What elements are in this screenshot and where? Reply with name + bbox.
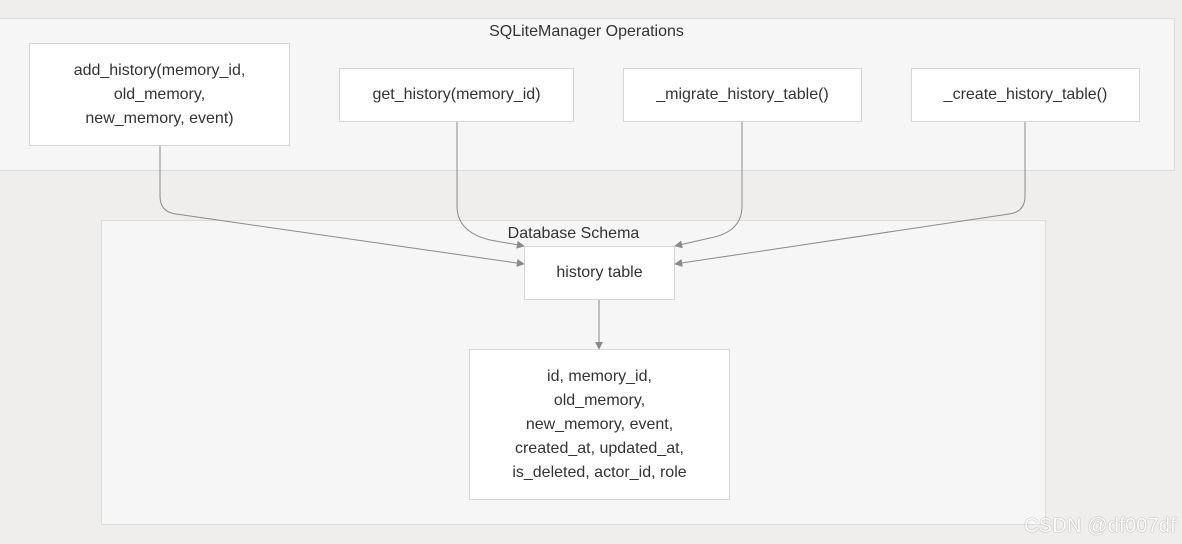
- node-history-table[interactable]: history table: [524, 246, 675, 300]
- node-migrate-history-table[interactable]: _migrate_history_table(): [623, 68, 862, 122]
- node-add-history-label: add_history(memory_id, old_memory, new_mem…: [74, 59, 246, 131]
- node-label-line: _create_history_table(): [943, 86, 1108, 103]
- node-label-line: _migrate_history_table(): [656, 86, 829, 103]
- cluster-title-database-schema: Database Schema: [507, 225, 640, 242]
- node-label-line: old_memory,: [553, 391, 646, 409]
- node-create-history-table-label: _create_history_table(): [944, 83, 1108, 107]
- node-label-line: id, memory_id,: [547, 367, 652, 385]
- node-migrate-history-table-label: _migrate_history_table(): [656, 83, 829, 107]
- node-label-line: get_history(memory_id): [372, 86, 541, 103]
- node-history-columns-label: id, memory_id, old_memory, new_memory, eve…: [512, 365, 686, 485]
- node-label-line: old_memory,: [113, 85, 206, 103]
- node-history-columns[interactable]: id, memory_id, old_memory, new_memory, eve…: [469, 349, 730, 500]
- node-label-line: new_memory, event,: [525, 415, 674, 433]
- node-get-history-label: get_history(memory_id): [372, 83, 540, 107]
- node-label-line: is_deleted, actor_id, role: [512, 463, 687, 481]
- node-label-line: new_memory, event): [85, 109, 234, 127]
- cluster-title-operations: SQLiteManager Operations: [489, 23, 684, 40]
- node-label-line: history table: [556, 264, 643, 281]
- node-get-history[interactable]: get_history(memory_id): [339, 68, 574, 122]
- node-create-history-table[interactable]: _create_history_table(): [911, 68, 1140, 122]
- node-label-line: created_at, updated_at,: [514, 439, 684, 457]
- node-add-history[interactable]: add_history(memory_id, old_memory, new_mem…: [29, 43, 290, 146]
- node-label-line: add_history(memory_id,: [73, 61, 246, 79]
- watermark-text: CSDN @df007df: [1024, 515, 1176, 537]
- node-history-table-label: history table: [556, 261, 642, 285]
